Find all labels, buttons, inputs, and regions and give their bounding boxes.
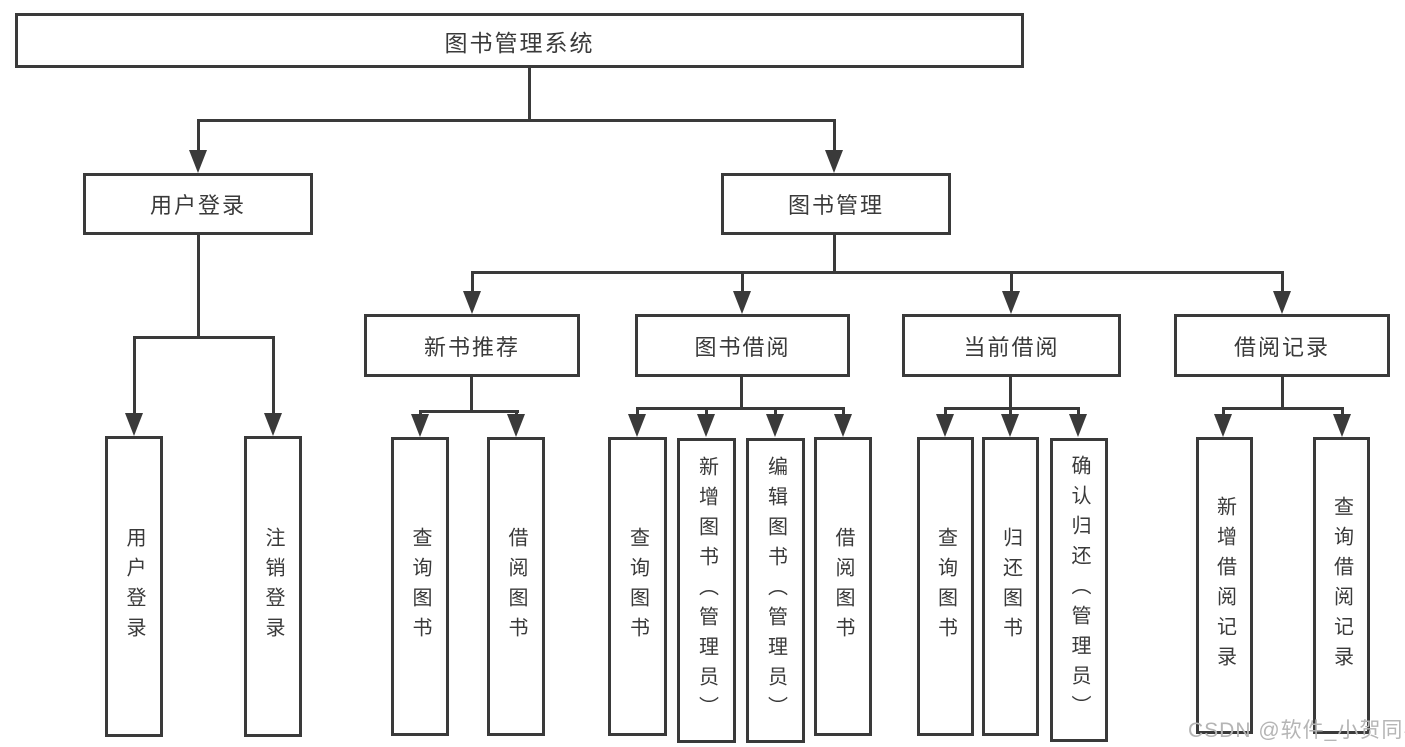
node-label: 编辑图书（管理员）	[764, 455, 787, 726]
connector-line	[197, 119, 200, 152]
node-label: 查询图书	[934, 526, 957, 647]
node-library-management-system: 图书管理系统	[15, 13, 1024, 68]
node-user-login: 用户登录	[83, 173, 313, 235]
node-book-borrow: 图书借阅	[635, 314, 850, 377]
node-label: 图书管理	[787, 193, 884, 218]
node-query-books-borrow: 查询图书	[608, 437, 667, 736]
arrow-down-icon	[189, 150, 207, 173]
arrow-down-icon	[411, 414, 429, 437]
node-label: 图书管理系统	[444, 29, 595, 56]
csdn-watermark: CSDN @软件_小贺同学	[1188, 719, 1405, 742]
connector-line	[470, 377, 473, 411]
node-label: 查询图书	[626, 526, 649, 647]
node-label: 图书借阅	[694, 334, 791, 360]
arrow-down-icon	[1069, 414, 1087, 437]
connector-line	[705, 407, 708, 416]
connector-line	[471, 271, 1284, 274]
arrow-down-icon	[825, 150, 843, 173]
connector-line	[636, 407, 639, 416]
node-label: 查询借阅记录	[1330, 495, 1353, 676]
connector-line	[944, 407, 947, 416]
node-label: 用户登录	[149, 193, 246, 218]
arrow-down-icon	[264, 413, 282, 436]
node-book-management: 图书管理	[721, 173, 951, 235]
arrow-down-icon	[733, 291, 751, 314]
node-query-books-current: 查询图书	[917, 437, 974, 736]
connector-line	[1077, 407, 1080, 416]
arrow-down-icon	[1214, 414, 1232, 437]
connector-line	[1341, 407, 1344, 416]
node-query-borrow-record: 查询借阅记录	[1313, 437, 1370, 734]
connector-line	[1222, 407, 1344, 410]
node-label: 归还图书	[999, 526, 1022, 647]
node-confirm-return-admin: 确认归还（管理员）	[1050, 438, 1108, 742]
arrow-down-icon	[1333, 414, 1351, 437]
connector-line	[1281, 377, 1284, 408]
node-label: 新书推荐	[423, 334, 520, 360]
node-borrow-records: 借阅记录	[1174, 314, 1390, 377]
arrow-down-icon	[766, 414, 784, 437]
connector-line	[272, 336, 275, 414]
connector-line	[1009, 407, 1012, 416]
connector-line	[842, 407, 845, 416]
node-label: 借阅记录	[1233, 334, 1330, 360]
node-label: 借阅图书	[832, 526, 854, 647]
connector-line	[419, 410, 422, 416]
arrow-down-icon	[507, 414, 525, 437]
node-new-book-recommend: 新书推荐	[364, 314, 580, 377]
connector-line	[1222, 407, 1225, 416]
node-borrow-books-recommend: 借阅图书	[487, 437, 545, 736]
connector-line	[515, 410, 518, 416]
arrow-down-icon	[697, 414, 715, 437]
arrow-down-icon	[463, 291, 481, 314]
connector-line	[741, 271, 744, 293]
connector-line	[197, 235, 200, 337]
node-label: 当前借阅	[963, 334, 1060, 360]
arrow-down-icon	[1001, 414, 1019, 437]
connector-line	[197, 119, 836, 122]
connector-line	[419, 410, 519, 413]
node-logout: 注销登录	[244, 436, 302, 737]
arrow-down-icon	[1002, 291, 1020, 314]
connector-line	[1010, 271, 1013, 293]
arrow-down-icon	[936, 414, 954, 437]
connector-line	[133, 336, 275, 339]
node-label: 借阅图书	[505, 526, 527, 647]
connector-line	[528, 68, 531, 120]
node-label: 注销登录	[262, 526, 284, 647]
arrow-down-icon	[834, 414, 852, 437]
node-label: 新增图书（管理员）	[695, 455, 718, 726]
arrow-down-icon	[125, 413, 143, 436]
node-return-book: 归还图书	[982, 437, 1039, 736]
node-label: 用户登录	[123, 526, 145, 647]
connector-line	[774, 407, 777, 416]
node-query-books-recommend: 查询图书	[391, 437, 449, 736]
node-borrow-books-action: 借阅图书	[814, 437, 872, 736]
connector-line	[833, 119, 836, 152]
node-user-login-action: 用户登录	[105, 436, 163, 737]
connector-line	[1009, 377, 1012, 408]
connector-line	[740, 377, 743, 408]
node-current-borrow: 当前借阅	[902, 314, 1121, 377]
arrow-down-icon	[628, 414, 646, 437]
arrow-down-icon	[1273, 291, 1291, 314]
connector-line	[636, 407, 845, 410]
node-label: 新增借阅记录	[1213, 495, 1236, 676]
node-add-borrow-record: 新增借阅记录	[1196, 437, 1253, 734]
connector-line	[471, 271, 474, 293]
node-label: 确认归还（管理员）	[1068, 455, 1090, 725]
connector-line	[944, 407, 1080, 410]
node-add-book-admin: 新增图书（管理员）	[677, 438, 736, 743]
connector-line	[833, 235, 836, 273]
connector-line	[1281, 271, 1284, 293]
node-label: 查询图书	[409, 526, 431, 647]
node-edit-book-admin: 编辑图书（管理员）	[746, 438, 805, 743]
connector-line	[133, 336, 136, 414]
